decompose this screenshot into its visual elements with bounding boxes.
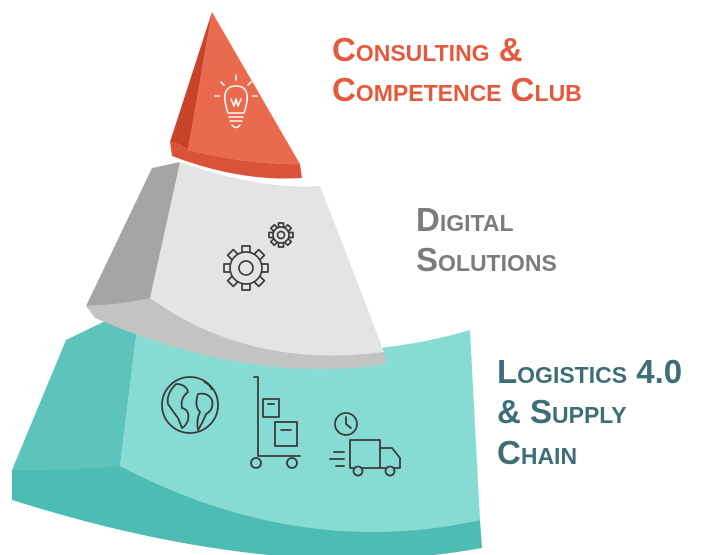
tier-middle-label-line-1: Digital <box>416 201 514 238</box>
tier-bottom-label-line-3: Chain <box>497 433 578 471</box>
tier-bottom <box>12 305 482 555</box>
tier-bottom-side <box>12 305 140 470</box>
delivery-truck-icon <box>329 412 401 477</box>
tier-bottom-label-line-2: & Supply <box>497 393 627 431</box>
tier-top-label-line-1: Consulting & <box>332 31 523 68</box>
gears-icon <box>223 222 294 291</box>
tier-top-label: Consulting & Competence Club <box>332 30 582 111</box>
tier-middle-face <box>150 162 384 356</box>
tier-top-base-side <box>170 142 302 179</box>
tier-bottom-label-line-1: Logistics 4.0 <box>497 353 683 390</box>
hand-truck-icon <box>250 376 301 469</box>
tier-middle-label-line-2: Solutions <box>416 241 557 279</box>
tier-top <box>170 12 302 179</box>
tier-bottom-base-side <box>12 466 482 555</box>
tier-middle-base-side <box>86 298 386 370</box>
lightbulb-icon <box>214 74 258 129</box>
tier-middle <box>86 162 386 370</box>
tier-middle-label: Digital Solutions <box>416 200 557 281</box>
tier-bottom-label: Logistics 4.0 & Supply Chain <box>497 352 682 473</box>
globe-icon <box>161 376 219 434</box>
tier-top-side <box>170 12 212 150</box>
tier-top-label-line-2: Competence Club <box>332 71 582 109</box>
